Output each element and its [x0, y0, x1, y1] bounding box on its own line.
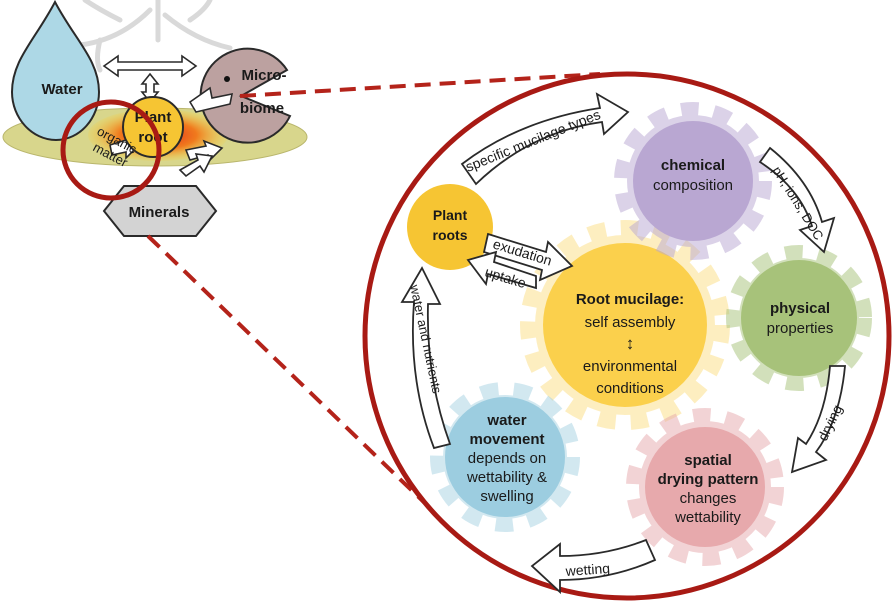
- spatial-label-2: drying pattern: [658, 471, 759, 488]
- mucilage-label-3: ↕: [626, 334, 635, 353]
- arrow-icon: [758, 146, 836, 254]
- arrow-icon: [530, 538, 657, 595]
- root-sketch: [77, 0, 233, 73]
- mucilage-label-2: self assembly: [585, 314, 676, 331]
- zoom-circle: [60, 99, 162, 201]
- plant-roots-label-2: roots: [433, 227, 468, 243]
- spatial-label-4: wettability: [674, 509, 741, 526]
- water-movement-gear-icon: [430, 382, 580, 532]
- physical-gear-icon: [726, 245, 872, 391]
- plant-roots-label-1: Plant: [433, 207, 468, 223]
- water-movement-label-1: water: [486, 412, 526, 429]
- water-movement-label-5: swelling: [480, 488, 533, 505]
- spatial-label-3: changes: [680, 490, 737, 507]
- zoom-line-bottom: [146, 234, 434, 512]
- physical-label-2: properties: [767, 320, 834, 337]
- water-movement-label-3: depends on: [468, 450, 546, 467]
- double-arrow-icon: [102, 54, 234, 178]
- overview-panel: Water Micro- biome Plant root organic ma…: [2, 0, 308, 237]
- wetting-label: wetting: [564, 560, 610, 579]
- water-movement-label-4: wettability &: [466, 469, 547, 486]
- arrow-icon: [790, 365, 846, 474]
- microbiome-label-1: Micro-: [242, 67, 287, 84]
- wetting-arrow: wetting: [530, 538, 657, 595]
- water-label: Water: [41, 81, 82, 98]
- mucilage-label-4: environmental: [583, 358, 677, 375]
- physical-label-1: physical: [770, 300, 830, 317]
- chemical-label-2: composition: [653, 177, 733, 194]
- water-drop-icon: [10, 0, 101, 142]
- zoom-line-top: [239, 72, 601, 98]
- minerals-label: Minerals: [129, 204, 190, 221]
- minerals-hexagon-icon: [102, 185, 218, 237]
- mucilage-label-5: conditions: [596, 380, 664, 397]
- arrow-icon: [460, 92, 630, 186]
- plant-roots-node: [407, 184, 493, 270]
- mucilage-label-1: Root mucilage:: [576, 291, 684, 308]
- chemical-label-1: chemical: [661, 157, 725, 174]
- chemical-gear-icon: [614, 102, 772, 260]
- mucilage-gear-icon: [520, 220, 730, 430]
- arrow-icon: [466, 250, 537, 290]
- arrow-icon: [400, 266, 452, 450]
- microbiome-dot: [224, 76, 230, 82]
- microbiome-label-2: biome: [240, 100, 284, 117]
- spatial-gear-icon: [626, 408, 784, 566]
- spatial-label-1: spatial: [684, 452, 732, 469]
- water-movement-label-2: movement: [469, 431, 544, 448]
